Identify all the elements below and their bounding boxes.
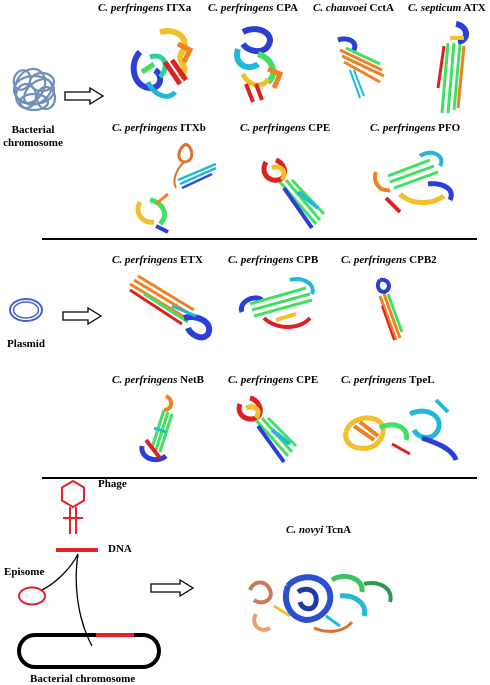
arrow-right-icon: [64, 86, 105, 106]
toxin-label-cpb2: C. perfringens CPB2: [341, 254, 437, 266]
protein-structure-cpe-chromosome: [261, 157, 326, 230]
protein-structure-tcna: [248, 574, 393, 633]
bacterial-chromosome-bottom-label: Bacterial chromosome: [30, 673, 136, 685]
toxin-label-pfo: C. perfringens PFO: [370, 122, 461, 134]
phage-label: Phage: [98, 478, 127, 490]
protein-structure-ccta: [337, 36, 385, 99]
arrow-right-icon: [150, 578, 195, 598]
protein-structure-cpb: [238, 277, 315, 329]
episome-label: Episome: [4, 566, 45, 578]
toxin-label-atx: C. septicum ATX: [408, 2, 486, 14]
protein-structure-tpel: [343, 398, 459, 462]
episome-icon: [18, 586, 46, 606]
toxin-label-cpb: C. perfringens CPB: [228, 254, 319, 266]
protein-structure-netb: [139, 394, 174, 463]
arrow-right-icon: [62, 306, 103, 326]
toxin-label-tcna: C. novyi TcnA: [286, 524, 352, 536]
bacterial-chromosome-label: Bacterial chromosome: [3, 124, 63, 149]
bacterial-chromosome-ring: [17, 633, 161, 669]
toxin-label-cpe-chromosome: C. perfringens CPE: [240, 122, 331, 134]
toxin-label-itxb: C. perfringens ITXb: [112, 122, 206, 134]
toxin-label-netb: C. perfringens NetB: [112, 374, 204, 386]
phage-icon: [61, 479, 85, 534]
toxin-label-cpa: C. perfringens CPA: [208, 2, 298, 14]
protein-structure-cpa: [234, 26, 284, 103]
bacterial-chromosome-icon: [12, 67, 57, 112]
dna-segment: [56, 548, 98, 552]
plasmid-icon: [9, 298, 43, 322]
toxin-label-ccta: C. chauvoei CctA: [313, 2, 394, 14]
protein-structure-itxa: [130, 28, 194, 99]
protein-structure-cpb2: [375, 277, 404, 341]
protein-structure-pfo: [373, 150, 454, 214]
protein-structure-itxb: [135, 142, 217, 234]
toxin-label-tpel: C. perfringens TpeL: [341, 374, 435, 386]
protein-structure-etx: [129, 274, 213, 341]
toxin-label-etx: C. perfringens ETX: [112, 254, 203, 266]
plasmid-label: Plasmid: [7, 338, 45, 350]
toxin-label-cpe-plasmid: C. perfringens CPE: [228, 374, 319, 386]
section-divider-1: [42, 238, 477, 240]
protein-structure-atx: [436, 21, 469, 114]
toxin-label-itxa: C. perfringens ITXa: [98, 2, 192, 14]
dna-label: DNA: [108, 543, 132, 555]
protein-structure-cpe-plasmid: [236, 395, 298, 464]
section-divider-2: [42, 477, 477, 479]
